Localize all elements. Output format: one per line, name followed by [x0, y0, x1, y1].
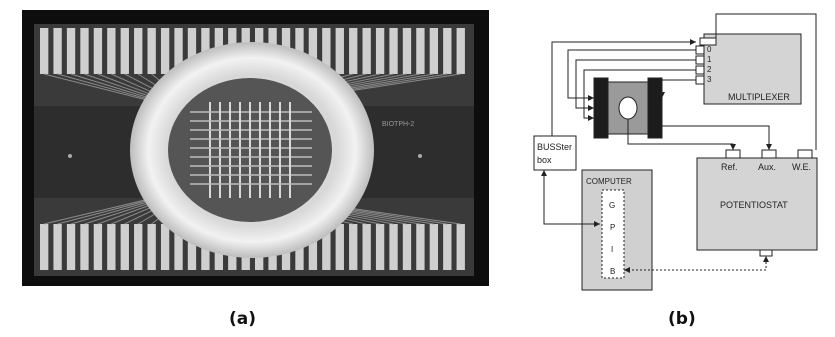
top-pad — [80, 28, 88, 74]
mux-top-port — [700, 38, 716, 45]
mux-channel-0: 0 — [707, 45, 712, 54]
schematic-svg: 0 1 2 3 MULTIPLEXER BUSSter box COMPUTER… — [522, 8, 822, 298]
mux-port-2 — [696, 66, 704, 74]
top-pad — [161, 28, 169, 74]
aux-terminal — [762, 150, 776, 158]
measurement-setup-schematic: 0 1 2 3 MULTIPLEXER BUSSter box COMPUTER… — [522, 8, 822, 298]
we-terminal — [798, 150, 812, 158]
gpib-b: B — [610, 267, 615, 276]
bottom-pad — [389, 224, 397, 270]
caption-a: (a) — [229, 309, 256, 329]
top-pad — [389, 28, 397, 74]
ref-terminal — [726, 150, 740, 158]
bottom-pad — [134, 224, 142, 270]
cell-clamp-left — [594, 78, 608, 138]
potentiostat-label: POTENTIOSTAT — [720, 200, 788, 210]
electrode-array-photo: BIOTPH-2 — [22, 10, 489, 286]
alignment-mark-right — [418, 154, 422, 158]
arrow-aux — [766, 144, 772, 150]
bottom-pad — [40, 224, 48, 270]
top-pad — [457, 28, 465, 74]
bottom-pad — [67, 224, 75, 270]
busster-label-2: box — [537, 155, 552, 165]
top-pad — [107, 28, 115, 74]
wire-cell-aux — [662, 126, 769, 150]
top-pad — [40, 28, 48, 74]
cell-clamp-right — [648, 78, 662, 138]
top-pad — [403, 28, 411, 74]
top-pad — [148, 28, 156, 74]
top-pad — [416, 28, 424, 74]
arrow-ref — [730, 144, 736, 150]
cell-electrode — [619, 97, 637, 119]
bottom-pad — [349, 224, 357, 270]
potentiostat-gpib-port — [760, 250, 772, 256]
mux-port-0 — [696, 46, 704, 54]
busster-label-1: BUSSter — [537, 142, 572, 152]
bottom-pad — [430, 224, 438, 270]
top-pad — [363, 28, 371, 74]
top-pad — [121, 28, 129, 74]
chip-engraving: BIOTPH-2 — [382, 121, 414, 128]
top-pad — [376, 28, 384, 74]
bottom-pad — [53, 224, 61, 270]
top-pad — [134, 28, 142, 74]
wire-ch3 — [662, 80, 696, 98]
electrode-array-photo-svg: BIOTPH-2 — [22, 10, 489, 286]
mux-port-1 — [696, 56, 704, 64]
mux-channel-2: 2 — [707, 65, 712, 74]
mux-port-3 — [696, 76, 704, 84]
computer-label: COMPUTER — [586, 177, 632, 186]
bottom-pad — [121, 224, 129, 270]
bottom-pad — [416, 224, 424, 270]
bottom-pad — [363, 224, 371, 270]
arrow-busster — [541, 170, 547, 176]
ref-label: Ref. — [721, 162, 738, 172]
mux-channel-3: 3 — [707, 75, 712, 84]
top-pad — [349, 28, 357, 74]
arrow-busster-mux — [690, 39, 696, 45]
top-pad — [430, 28, 438, 74]
gpib-p: P — [610, 223, 615, 232]
top-pad — [336, 28, 344, 74]
arrow-ch2 — [588, 115, 594, 121]
bottom-pad — [457, 224, 465, 270]
gpib-g: G — [609, 201, 615, 210]
bottom-pad — [80, 224, 88, 270]
aux-label: Aux. — [758, 162, 776, 172]
multiplexer-label: MULTIPLEXER — [728, 92, 790, 102]
bottom-pad — [94, 224, 102, 270]
top-pad — [94, 28, 102, 74]
caption-b: (b) — [668, 309, 696, 329]
mux-channel-1: 1 — [707, 55, 712, 64]
arrow-ch1 — [588, 105, 594, 111]
arrow-potentiostat — [763, 256, 769, 262]
bottom-pad — [148, 224, 156, 270]
bottom-pad — [161, 224, 169, 270]
we-label: W.E. — [792, 162, 811, 172]
top-pad — [443, 28, 451, 74]
gpib-i: I — [611, 245, 613, 254]
bottom-pad — [443, 224, 451, 270]
bottom-pad — [336, 224, 344, 270]
arrow-ch0 — [588, 95, 594, 101]
top-pad — [53, 28, 61, 74]
bottom-pad — [107, 224, 115, 270]
bottom-pad — [376, 224, 384, 270]
bottom-pad — [403, 224, 411, 270]
top-pad — [67, 28, 75, 74]
alignment-mark-left — [68, 154, 72, 158]
